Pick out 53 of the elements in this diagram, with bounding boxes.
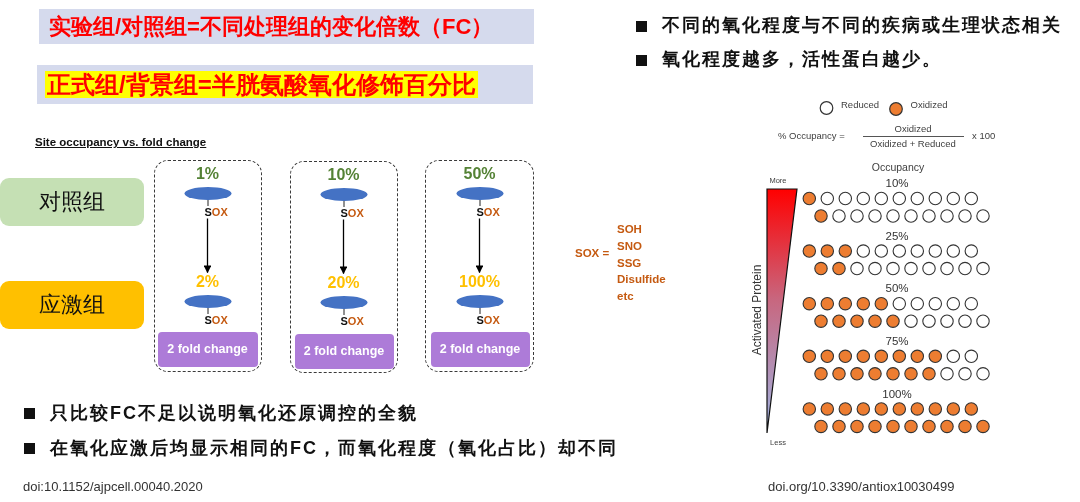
dashed-panel (290, 161, 398, 373)
denominator-text: Oxidized + Reduced (870, 137, 956, 150)
arrow (203, 217, 212, 274)
figure-heading: Site occupancy vs. fold change (35, 136, 207, 150)
sox-label: SOX (340, 206, 364, 220)
sox-label: SOX (204, 205, 228, 219)
fold-change-tag: 2 fold change (294, 333, 394, 369)
occupancy-percent: 100% (882, 387, 912, 402)
occupancy-percent: 10% (885, 177, 909, 191)
legend-label: Oxidized (910, 98, 948, 110)
bullet-text: 在氧化应激后均显示相同的FC，而氧化程度（氧化占比）却不同 (50, 438, 618, 460)
percentage-label: 100% (459, 272, 500, 291)
sox-label: SOX (476, 313, 500, 327)
group-tag: 对照组 (0, 178, 144, 226)
occupancy-percent: 25% (885, 229, 909, 244)
sox-label: SOX (476, 205, 500, 219)
occupancy-percent: 75% (885, 334, 909, 349)
percentage-label: 20% (327, 273, 360, 292)
arrow (339, 218, 348, 275)
bullet-text: 氧化程度越多，活性蛋白越少。 (662, 49, 942, 71)
citation-text: doi:10.1152/ajpcell.00040.2020 (23, 479, 203, 495)
modification-item: etc (617, 290, 634, 304)
percentage-label: 2% (195, 272, 220, 291)
dashed-panel (425, 160, 534, 372)
sox-equation-label: SOX = (575, 247, 610, 261)
group-tag: 应激组 (0, 281, 144, 329)
sox-label: SOX (204, 313, 228, 327)
highlighted-heading-text: 正式组/背景组=半胱氨酸氧化修饰百分比 (45, 71, 478, 98)
fold-change-tag: 2 fold change (430, 331, 530, 367)
percentage-label: 1% (195, 164, 220, 183)
bullet-text: 不同的氧化程度与不同的疾病或生理状态相关 (662, 15, 1062, 37)
sox-label: SOX (340, 314, 364, 328)
modification-item: SOH (617, 223, 642, 237)
numerator-text: Oxidized (894, 123, 932, 135)
multiplier-text: x 100 (972, 130, 996, 142)
citation-text: doi.org/10.3390/antiox10030499 (768, 479, 955, 495)
modification-item: Disulfide (617, 273, 666, 287)
heading-text: 实验组/对照组=不同处理组的变化倍数（FC） (49, 14, 494, 39)
percentage-label: 10% (327, 165, 360, 184)
arrow (475, 217, 484, 274)
axis-label: Activated Protein (749, 264, 765, 356)
occupancy-percent: 50% (885, 282, 909, 297)
legend-label: Reduced (841, 98, 880, 110)
fold-change-tag: 2 fold change (157, 331, 258, 367)
percentage-label: 50% (463, 164, 496, 183)
heading-banner (39, 9, 534, 44)
dashed-panel (154, 160, 262, 372)
heading-banner (37, 65, 533, 104)
occupancy-heading: Occupancy (871, 161, 925, 174)
bullet-text: 只比较FC不足以说明氧化还原调控的全貌 (50, 403, 418, 425)
modification-item: SSG (617, 256, 642, 271)
formula-label: % Occupancy = (778, 130, 845, 142)
modification-item: SNO (617, 240, 642, 254)
